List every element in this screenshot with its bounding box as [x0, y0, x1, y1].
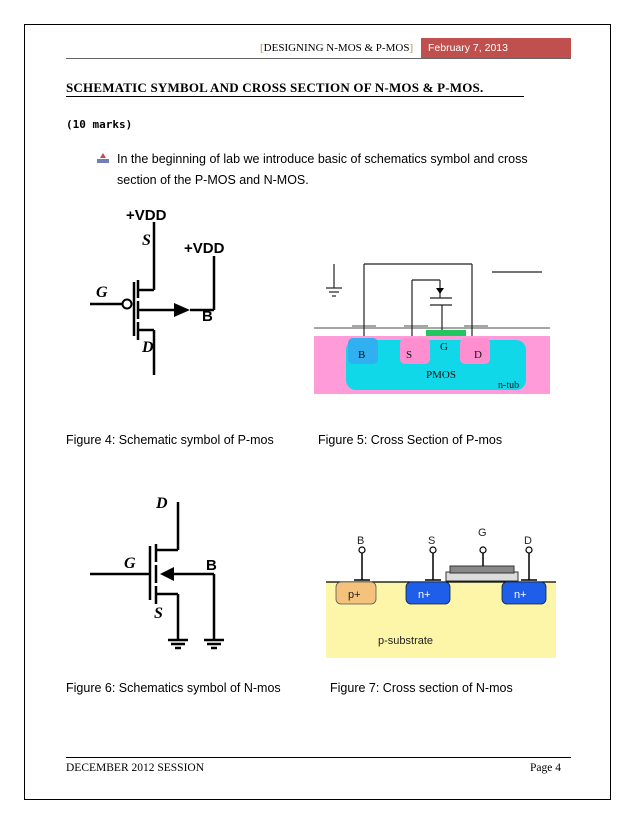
footer-session: DECEMBER 2012 SESSION: [66, 762, 205, 774]
nmos-s-label: S: [154, 605, 163, 622]
pmos-g-label: G: [96, 284, 108, 301]
nmos-cross-section: B S G D p+ n+ n+ p-substrate: [326, 527, 556, 658]
pmos-d-label: D: [141, 339, 154, 356]
section-title: SCHEMATIC SYMBOL AND CROSS SECTION OF N-…: [66, 80, 484, 95]
section-rule: [66, 96, 524, 97]
nmos-b-label: B: [206, 557, 217, 574]
figure-5-caption: Figure 5: Cross Section of P-mos: [318, 433, 503, 447]
footer-rule: [66, 757, 571, 758]
nmos-cross-nplus-1: n+: [418, 589, 431, 601]
pmos-b-label: B: [202, 308, 213, 325]
pmos-cross-s: S: [406, 349, 412, 361]
pmos-schematic: +VDD S +VDD G B D: [90, 207, 225, 375]
pmos-s-label: S: [142, 232, 151, 249]
pmos-cross-section: B S G D PMOS n-tub: [314, 263, 550, 394]
footer-page-number: Page 4: [530, 762, 561, 774]
header-rule: [66, 58, 571, 59]
pmos-cross-ntub: n-tub: [498, 380, 519, 391]
nmos-cross-g: G: [478, 527, 487, 539]
pmos-cross-d: D: [474, 349, 482, 361]
nmos-cross-s: S: [428, 535, 435, 547]
arrow-bullet-icon: [97, 153, 109, 163]
marks-label: (10 marks): [66, 118, 133, 131]
intro-text: In the beginning of lab we introduce bas…: [117, 152, 528, 187]
header-date: February 7, 2013: [421, 38, 571, 58]
nmos-cross-nplus-2: n+: [514, 589, 527, 601]
header-title: [DESIGNING N-MOS & P-MOS]: [260, 42, 414, 54]
nmos-schematic: D G S B: [90, 495, 224, 650]
figure-4-caption: Figure 4: Schematic symbol of P-mos: [66, 433, 274, 447]
figure-7-caption: Figure 7: Cross section of N-mos: [330, 681, 513, 695]
pmos-cross-b: B: [358, 349, 365, 361]
nmos-cross-pplus: p+: [348, 589, 361, 601]
pmos-cross-g: G: [440, 341, 448, 353]
nmos-d-label: D: [155, 495, 168, 512]
pmos-vdd-body-label: +VDD: [184, 240, 225, 257]
nmos-cross-b: B: [357, 535, 364, 547]
nmos-cross-d: D: [524, 535, 532, 547]
page-border: [24, 24, 611, 800]
figure-6-caption: Figure 6: Schematics symbol of N-mos: [66, 681, 281, 695]
nmos-cross-substrate: p-substrate: [378, 635, 433, 647]
pmos-vdd-source-label: +VDD: [126, 207, 167, 224]
pmos-cross-pmos: PMOS: [426, 369, 456, 381]
nmos-g-label: G: [124, 555, 136, 572]
